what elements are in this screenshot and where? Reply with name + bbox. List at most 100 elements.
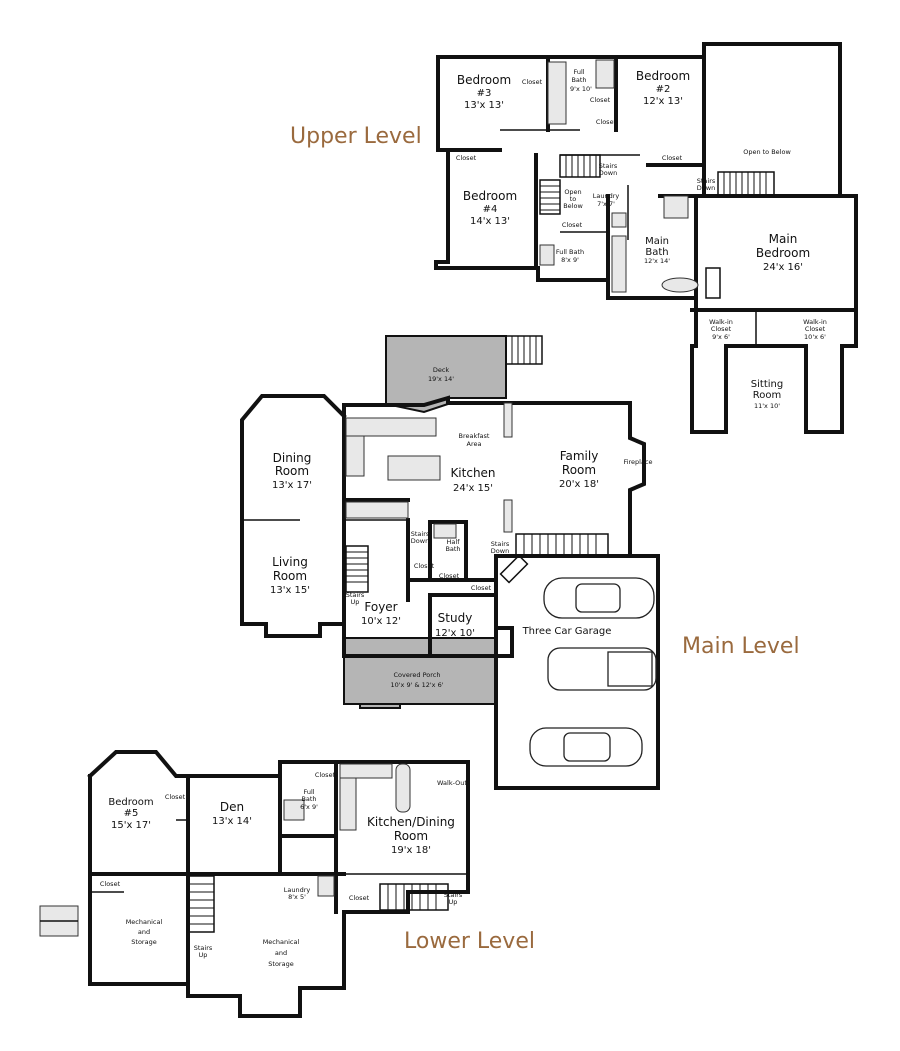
breakfast-area-label: Area [467,440,482,448]
stairs-down-label: Stairs [599,162,618,170]
family-room-label: Room [562,463,596,477]
main-level: Main Level [240,335,800,790]
bedroom-5-label: Bedroom [108,797,153,808]
closet-label: Closet [439,572,460,580]
open-to-below-label: to [570,195,577,203]
main-level-title: Main Level [682,634,800,659]
truck-bed [607,651,653,687]
study-size: 12'x 10' [435,628,475,639]
porch-step [359,703,401,709]
upper-level-title: Upper Level [290,124,422,149]
laundry-label: Laundry [284,886,311,894]
kitchen-island [387,455,441,481]
walk-in-closet-size: 9'x 6' [712,333,730,341]
closet-label: Closet [414,562,435,570]
closet-label: Closet [562,221,583,229]
stairs-down-label: Stairs [411,530,430,538]
bedroom-2-number: #2 [656,84,671,95]
full-bath-size: 8'x 9' [561,256,579,264]
lower-wall [87,750,470,1018]
sitting-room-label: Room [753,390,781,401]
full-bath-label: Full [573,68,584,76]
car-roof [563,732,611,762]
bedroom-4-label: Bedroom [463,189,517,203]
kitchen-counter [339,763,393,779]
lower-level-title: Lower Level [404,929,535,954]
toilet [433,523,457,539]
living-room-label: Living [272,555,308,569]
full-bath-label: Bath [571,76,586,84]
walk-in-closet-label: Walk-in [709,318,733,326]
stairs-up-label: Stairs [194,944,213,952]
closet-label: Closet [456,154,477,162]
den-size: 13'x 14' [212,816,252,827]
walk-in-closet-label: Walk-in [803,318,827,326]
family-room-size: 20'x 18' [559,479,599,490]
walk-out-label: Walk-Out [437,779,467,787]
shower [663,195,689,219]
dining-room-label: Dining [273,451,312,465]
mechanical-storage-label: Storage [268,960,293,968]
kitchen-counter [345,417,437,437]
stairs-down-label: Down [491,547,509,555]
upper-level: Upper Level [290,42,858,434]
walk-in-closet-size: 10'x 6' [804,333,826,341]
mechanical-storage-label: Mechanical [263,938,300,946]
full-bath-label: Bath [301,795,316,803]
kitchen-label: Kitchen [450,466,495,480]
breakfast-bar [345,501,409,519]
kitchen-dining-size: 19'x 18' [391,845,431,856]
study-label: Study [438,611,473,625]
foyer-label: Foyer [364,600,397,614]
main-bedroom-label: Bedroom [756,246,810,260]
bathtub [595,59,615,89]
stairs-down-label: Stairs [697,177,716,185]
closet-label: Closet [100,880,121,888]
laundry-label: Laundry [593,192,620,200]
mechanical-storage-label: and [138,928,150,936]
bathroom-vanity [547,61,567,125]
open-to-below-label: Below [563,202,583,210]
kitchen-island [395,763,411,813]
bedroom-4-size: 14'x 13' [470,216,510,227]
washer-dryer [611,212,627,228]
breakfast-area-label: Breakfast [459,432,490,440]
kitchen-size: 24'x 15' [453,483,493,494]
shower [283,799,305,821]
main-bath-label: Main [645,236,669,247]
stairs-up-label: Up [449,898,458,906]
main-bath-size: 12'x 14' [644,257,670,265]
pillar [503,499,513,533]
bathroom-vanity [611,235,627,293]
kitchen-dining-label: Room [394,829,428,843]
stairs-down-label: Stairs [491,540,510,548]
living-room-size: 13'x 15' [270,585,310,596]
main-wall [240,394,660,790]
closet-label: Closet [349,894,370,902]
family-room-label: Family [560,449,599,463]
upper-wall [705,267,721,299]
bedroom-2-label: Bedroom [636,69,690,83]
lower-level: Lower Level [39,750,535,1018]
stairs-up-label: Up [199,951,208,959]
kitchen-dining-label: Kitchen/Dining [367,815,455,829]
dining-room-size: 13'x 17' [272,480,312,491]
mechanical-storage-label: and [275,949,287,957]
den-label: Den [220,800,244,814]
bedroom-5-number: #5 [124,808,139,819]
deck-size: 19'x 14' [428,375,454,383]
stove [345,435,365,477]
bathroom-vanity [539,244,555,266]
bedroom-5-size: 15'x 17' [111,820,151,831]
main-bedroom-size: 24'x 16' [763,262,803,273]
bedroom-3-size: 13'x 13' [464,100,504,111]
sitting-room-size: 11'x 10' [754,402,780,410]
stairs-up-label: Stairs [346,591,365,599]
garage-cars [529,577,657,767]
stairs-down-label: Down [697,184,715,192]
covered-porch-label: Covered Porch [394,671,441,679]
lower-stairs [187,875,449,933]
upper-stairs [539,154,775,215]
covered-porch-size: 10'x 9' & 12'x 6' [391,681,444,689]
